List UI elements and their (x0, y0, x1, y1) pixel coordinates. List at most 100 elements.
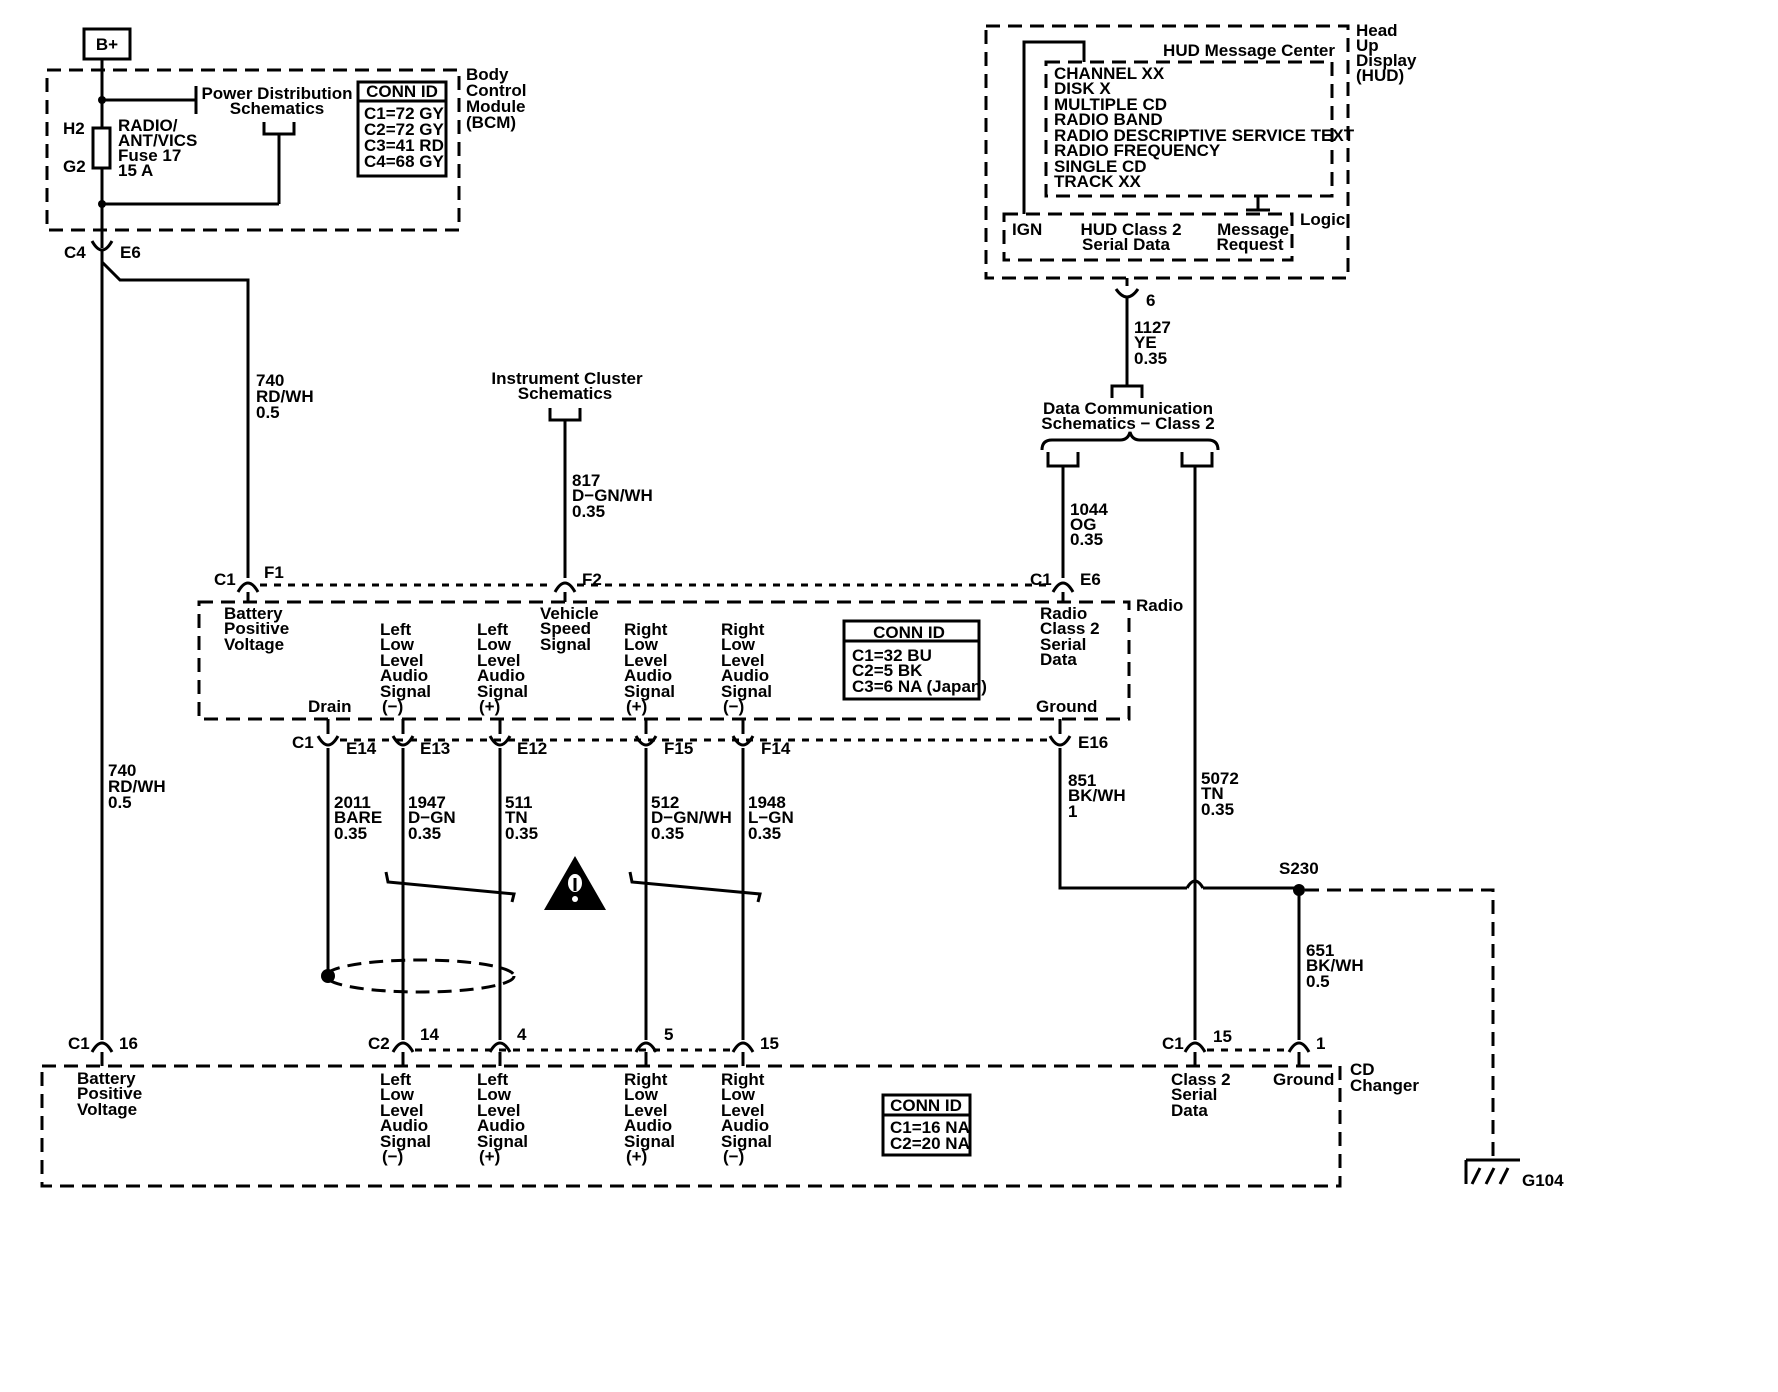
svg-text:Speed: Speed (540, 619, 591, 638)
wire-512-label: 512 D−GN/WH 0.35 (651, 793, 732, 843)
svg-text:Positive: Positive (224, 619, 289, 638)
svg-text:F14: F14 (761, 739, 791, 758)
svg-text:Battery: Battery (77, 1069, 136, 1088)
svg-text:Audio: Audio (477, 666, 525, 685)
radio-conn-id (842, 619, 981, 701)
svg-text:0.35: 0.35 (748, 824, 781, 843)
cd-pin-1 (1287, 1041, 1311, 1053)
svg-text:C4=68 GY: C4=68 GY (364, 152, 445, 171)
svg-text:D−GN/WH: D−GN/WH (651, 808, 732, 827)
svg-text:Low: Low (477, 635, 512, 654)
svg-text:C1=72 GY: C1=72 GY (364, 104, 445, 123)
wire-5072-label: 5072 TN 0.35 (1201, 769, 1239, 819)
svg-text:5072: 5072 (1201, 769, 1239, 788)
svg-text:Radio: Radio (1040, 604, 1087, 623)
svg-text:1948: 1948 (748, 793, 786, 812)
svg-text:Low: Low (380, 635, 415, 654)
svg-text:Audio: Audio (477, 1116, 525, 1135)
svg-text:Data: Data (1040, 650, 1077, 669)
cd-ground-label: Ground (1273, 1070, 1334, 1089)
svg-text:TRACK XX: TRACK XX (1054, 172, 1142, 191)
radio-drain-label: Drain (308, 697, 351, 716)
wire-851-label: 851 BK/WH 1 (1068, 771, 1126, 821)
svg-text:Audio: Audio (721, 1116, 769, 1135)
wire-1044-label: 1044 OG 0.35 (1070, 500, 1108, 549)
svg-text:RADIO BAND: RADIO BAND (1054, 110, 1163, 129)
wire-2011-label: 2011 BARE 0.35 (334, 793, 382, 843)
svg-text:Low: Low (721, 1085, 756, 1104)
wire-1127-label: 1127 YE 0.35 (1134, 318, 1171, 368)
cd-c1-left-label: C1 (68, 1034, 90, 1053)
hud-module-outline (984, 24, 1350, 280)
cd-conn-id (881, 1093, 972, 1157)
hud-pin6-connector (1114, 288, 1140, 299)
instrument-cluster-ref: Instrument Cluster Schematics (491, 369, 643, 403)
radio-c1-bottom-label: C1 (292, 733, 314, 752)
svg-text:RADIO/: RADIO/ (118, 116, 178, 135)
fuse-label: RADIO/ ANT/VICS Fuse 17 15 A (118, 116, 197, 180)
hud-message-request-label: Message Request (1216, 220, 1288, 254)
svg-text:Left: Left (380, 1070, 412, 1089)
cd-c2-label: C2 (368, 1034, 390, 1053)
svg-text:Voltage: Voltage (77, 1100, 137, 1119)
hud-ign-label: IGN (1012, 220, 1042, 239)
svg-text:F1: F1 (264, 563, 284, 582)
warning-icon (544, 856, 606, 910)
radio-pin-e14 (316, 735, 340, 747)
svg-text:Signal: Signal (380, 682, 431, 701)
hud-message-list: CHANNEL XX DISK X MULTIPLE CD RADIO BAND… (1054, 64, 1355, 191)
svg-text:Audio: Audio (721, 666, 769, 685)
svg-text:Control: Control (466, 81, 526, 100)
svg-text:(+): (+) (479, 1147, 500, 1166)
svg-text:Level: Level (624, 651, 667, 670)
radio-class2-label: Radio Class 2 Serial Data (1040, 604, 1100, 669)
svg-text:512: 512 (651, 793, 679, 812)
drain-terminal (321, 969, 335, 983)
hud-serial-data-label: HUD Class 2 Serial Data (1080, 220, 1181, 254)
cd-pin-14 (391, 1041, 415, 1053)
svg-text:Signal: Signal (477, 682, 528, 701)
svg-text:E13: E13 (420, 739, 450, 758)
svg-text:Level: Level (721, 1101, 764, 1120)
svg-text:C3=41 RD: C3=41 RD (364, 136, 444, 155)
svg-text:817: 817 (572, 471, 600, 490)
svg-text:L−GN: L−GN (748, 808, 794, 827)
wire-651-label: 651 BK/WH 0.5 (1306, 941, 1364, 991)
svg-text:(−): (−) (382, 1147, 403, 1166)
fuse-17 (91, 126, 112, 170)
svg-text:Class 2: Class 2 (1171, 1070, 1231, 1089)
radio-left-audio-pos-label: Left Low Level Audio Signal (+) (477, 620, 528, 716)
svg-text:Audio: Audio (380, 1116, 428, 1135)
svg-text:851: 851 (1068, 771, 1096, 790)
svg-text:Data Communication: Data Communication (1043, 399, 1213, 418)
svg-text:651: 651 (1306, 941, 1334, 960)
svg-text:Request: Request (1216, 235, 1283, 254)
svg-text:Level: Level (380, 651, 423, 670)
bcm-module-label: Body Control Module (BCM) (466, 65, 526, 132)
svg-text:Low: Low (624, 1085, 659, 1104)
svg-text:14: 14 (420, 1025, 439, 1044)
radio-module-label: Radio (1136, 596, 1183, 615)
svg-text:YE: YE (1134, 333, 1157, 352)
svg-text:Changer: Changer (1350, 1076, 1419, 1095)
radio-c1-right-label: C1 (1030, 570, 1052, 589)
svg-text:Right: Right (624, 1070, 668, 1089)
svg-text:C1=32 BU: C1=32 BU (852, 646, 932, 665)
cd-right-audio-pos-label: Right Low Level Audio Signal (+) (624, 1070, 675, 1166)
svg-text:Battery: Battery (224, 604, 283, 623)
svg-text:Data: Data (1171, 1101, 1208, 1120)
svg-text:511: 511 (505, 793, 532, 812)
svg-text:Instrument Cluster: Instrument Cluster (491, 369, 643, 388)
pin-g2: G2 (63, 157, 86, 176)
cd-class2-label: Class 2 Serial Data (1171, 1070, 1231, 1120)
radio-module-outline (197, 600, 1131, 721)
svg-text:740: 740 (108, 761, 136, 780)
svg-text:TN: TN (505, 808, 528, 827)
hud-module-label: Head Up Display (HUD) (1356, 21, 1417, 85)
svg-text:RD/WH: RD/WH (108, 777, 166, 796)
svg-text:Low: Low (624, 635, 659, 654)
cd-left-audio-pos-label: Left Low Level Audio Signal (+) (477, 1070, 528, 1166)
svg-text:BK/WH: BK/WH (1068, 786, 1126, 805)
svg-text:Positive: Positive (77, 1084, 142, 1103)
bcm-conn-id (356, 80, 448, 178)
